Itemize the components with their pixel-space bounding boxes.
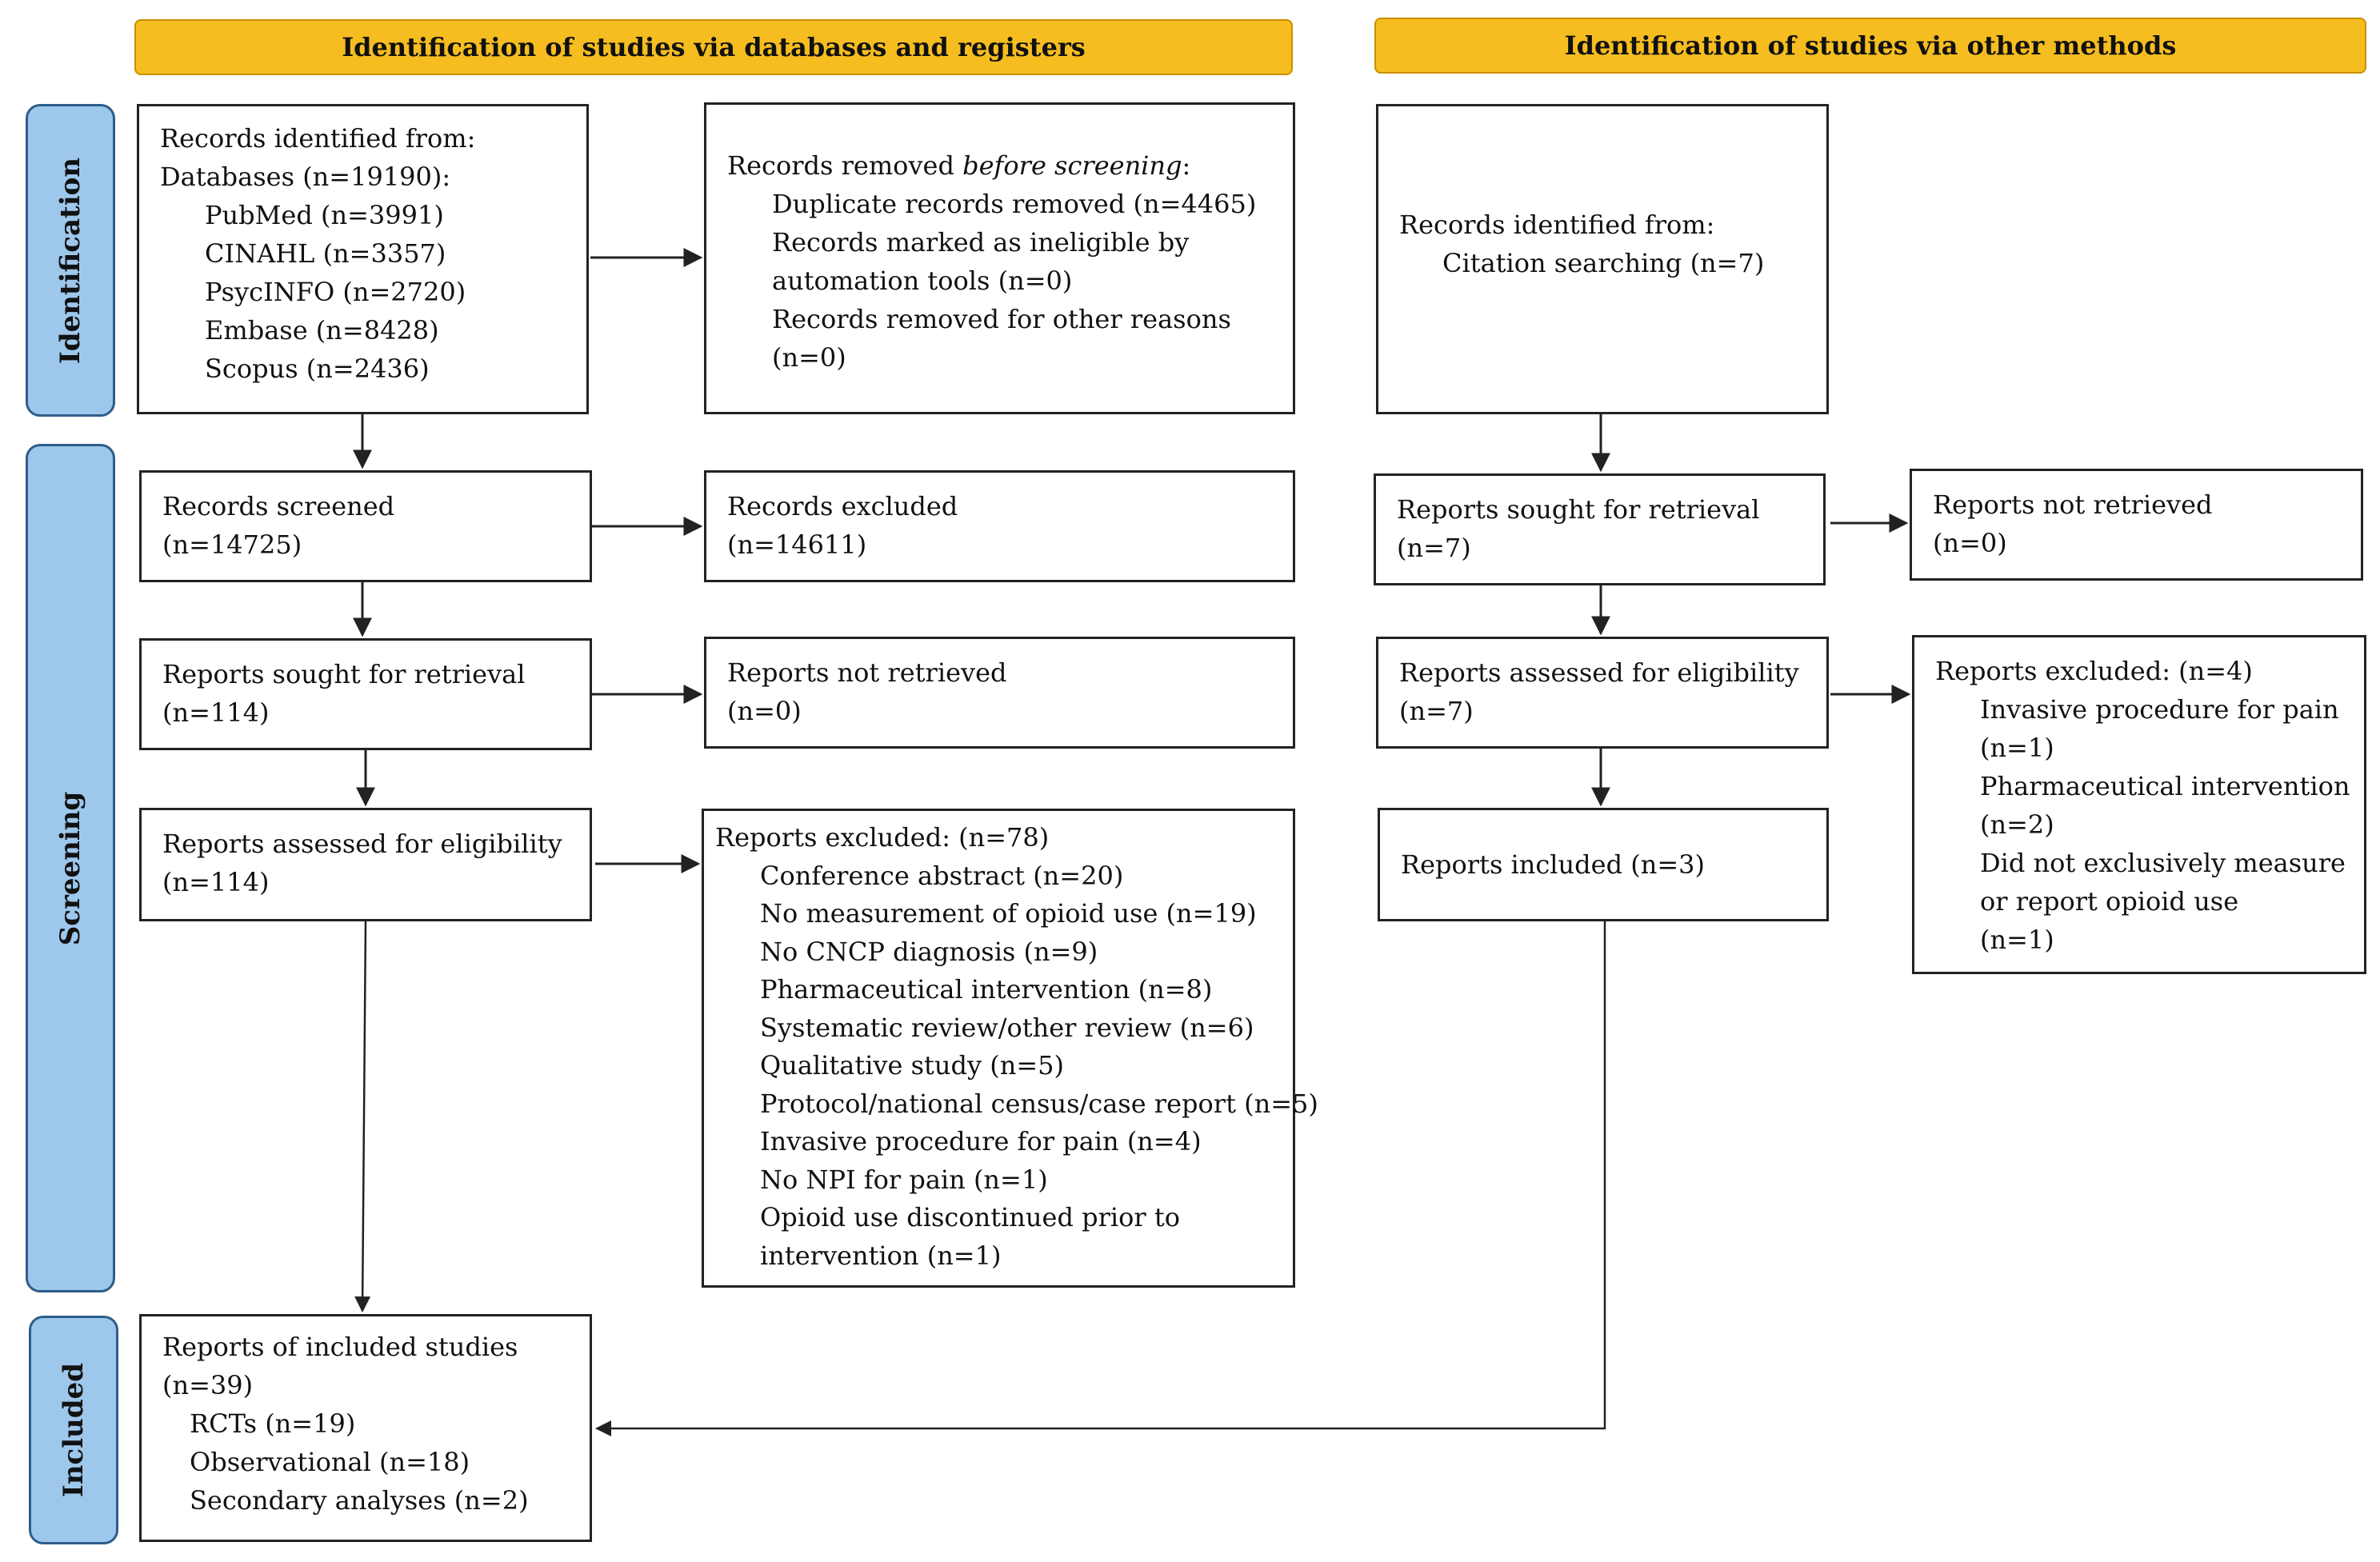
- other-sought-label: Reports sought for retrieval: [1397, 494, 1760, 525]
- box-included-studies: Reports of included studies (n=39) RCTs …: [139, 1314, 592, 1542]
- other-exclusion-line: or report opioid use: [1980, 886, 2239, 917]
- box-other-reports-sought: Reports sought for retrieval (n=7): [1374, 473, 1826, 585]
- records-screened-label: Records screened: [162, 491, 395, 521]
- removed-item: Records removed for other reasons: [772, 304, 1231, 334]
- records-excluded-label: Records excluded: [727, 491, 958, 521]
- box-other-reports-excluded: Reports excluded: (n=4) Invasive procedu…: [1912, 635, 2366, 974]
- box-records-screened: Records screened (n=14725): [139, 470, 592, 582]
- box-other-reports-not-retrieved: Reports not retrieved (n=0): [1910, 469, 2363, 581]
- exclusion-reason: Protocol/national census/case report (n=…: [760, 1088, 1318, 1119]
- removed-item: Records marked as ineligible by: [772, 227, 1190, 258]
- box-other-reports-assessed: Reports assessed for eligibility (n=7): [1376, 637, 1829, 749]
- box-reports-not-retrieved: Reports not retrieved (n=0): [704, 637, 1295, 749]
- other-exclusion-line: Pharmaceutical intervention: [1980, 771, 2350, 801]
- other-assessed-count: (n=7): [1399, 696, 1474, 726]
- other-exclusion-line: (n=1): [1980, 925, 2054, 955]
- other-exclusion-line: (n=2): [1980, 809, 2054, 840]
- included-type: Observational (n=18): [190, 1447, 470, 1477]
- included-studies-count: (n=39): [162, 1370, 254, 1400]
- exclusion-reason: No NPI for pain (n=1): [760, 1164, 1048, 1195]
- other-identified-citation: Citation searching (n=7): [1442, 248, 1765, 278]
- other-exclusion-line: (n=1): [1980, 733, 2054, 763]
- exclusion-reason: Invasive procedure for pain (n=4): [760, 1126, 1202, 1157]
- source-item: Scopus (n=2436): [205, 354, 430, 384]
- source-item: PsycINFO (n=2720): [205, 277, 466, 307]
- records-identified-title: Records identified from:: [160, 123, 476, 154]
- box-records-excluded: Records excluded (n=14611): [704, 470, 1295, 582]
- other-identified-title: Records identified from:: [1399, 210, 1715, 240]
- box-reports-excluded: Reports excluded: (n=78) Conference abst…: [702, 809, 1318, 1288]
- reports-sought-count: (n=114): [162, 697, 270, 728]
- other-not-retrieved-count: (n=0): [1933, 528, 2007, 558]
- box-other-records-identified: Records identified from: Citation search…: [1376, 104, 1829, 414]
- removed-item: (n=0): [772, 342, 846, 373]
- removed-item: Duplicate records removed (n=4465): [772, 189, 1257, 219]
- other-included-label: Reports included (n=3): [1401, 849, 1705, 880]
- records-excluded-count: (n=14611): [727, 529, 867, 560]
- box-records-identified: Records identified from: Databases (n=19…: [137, 104, 589, 414]
- exclusion-reason: Conference abstract (n=20): [760, 860, 1124, 891]
- exclusion-reason: Opioid use discontinued prior to: [760, 1202, 1180, 1232]
- header-other-methods: Identification of studies via other meth…: [1374, 18, 2366, 74]
- records-removed-title: Records removed before screening:: [727, 150, 1191, 181]
- box-records-removed: Records removed before screening: Duplic…: [704, 102, 1295, 414]
- reports-not-retrieved-label: Reports not retrieved: [727, 657, 1007, 688]
- reports-excluded-title: Reports excluded: (n=78): [715, 822, 1050, 853]
- reports-not-retrieved-count: (n=0): [727, 696, 802, 726]
- reports-sought-label: Reports sought for retrieval: [162, 659, 526, 689]
- phase-identification: Identification: [26, 104, 115, 417]
- source-item: CINAHL (n=3357): [205, 238, 446, 269]
- exclusion-reason: No CNCP diagnosis (n=9): [760, 936, 1098, 967]
- included-studies-title: Reports of included studies: [162, 1332, 518, 1362]
- header-databases: Identification of studies via databases …: [134, 19, 1293, 75]
- other-excluded-title: Reports excluded: (n=4): [1935, 656, 2253, 686]
- source-item: Embase (n=8428): [205, 315, 439, 346]
- removed-item: automation tools (n=0): [772, 266, 1073, 296]
- phase-screening: Screening: [26, 444, 115, 1292]
- exclusion-reason: Qualitative study (n=5): [760, 1050, 1064, 1081]
- exclusion-reason: Pharmaceutical intervention (n=8): [760, 974, 1213, 1005]
- other-not-retrieved-label: Reports not retrieved: [1933, 489, 2213, 520]
- records-screened-count: (n=14725): [162, 529, 302, 560]
- other-exclusion-line: Did not exclusively measure: [1980, 848, 2346, 878]
- arrow-other-included-to-final: [595, 921, 1606, 1436]
- box-other-reports-included: Reports included (n=3): [1378, 808, 1829, 921]
- included-type: RCTs (n=19): [190, 1408, 356, 1439]
- exclusion-reason: No measurement of opioid use (n=19): [760, 898, 1257, 929]
- box-reports-assessed: Reports assessed for eligibility (n=114): [139, 808, 592, 921]
- other-sought-count: (n=7): [1397, 533, 1471, 563]
- exclusion-reason: Systematic review/other review (n=6): [760, 1012, 1254, 1043]
- other-assessed-label: Reports assessed for eligibility: [1399, 657, 1799, 688]
- exclusion-reason: intervention (n=1): [760, 1240, 1002, 1271]
- arrow-assessed-to-included: [354, 921, 371, 1312]
- records-identified-databases: Databases (n=19190):: [160, 162, 451, 192]
- phase-included: Included: [29, 1316, 118, 1544]
- included-type: Secondary analyses (n=2): [190, 1485, 529, 1516]
- reports-assessed-label: Reports assessed for eligibility: [162, 829, 562, 859]
- box-reports-sought: Reports sought for retrieval (n=114): [139, 638, 592, 750]
- source-item: PubMed (n=3991): [205, 200, 444, 230]
- reports-assessed-count: (n=114): [162, 867, 270, 897]
- other-exclusion-line: Invasive procedure for pain: [1980, 694, 2339, 725]
